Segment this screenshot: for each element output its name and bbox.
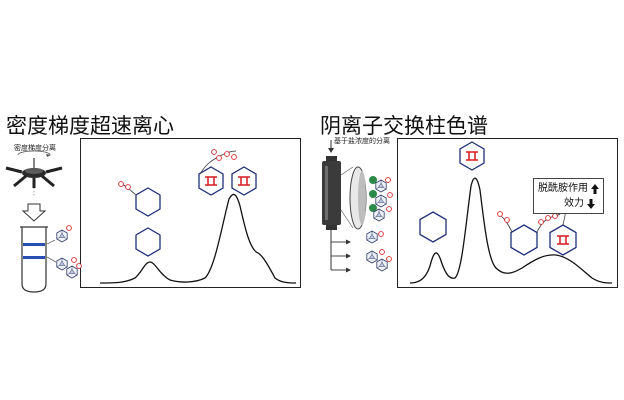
hexagon-icon bbox=[135, 227, 161, 257]
hexagon-with-marker-icon bbox=[549, 224, 577, 256]
hexagon-icon bbox=[135, 187, 161, 217]
deamidation-potency-callout: 脱酰胺作用 效力 bbox=[533, 178, 604, 214]
hexagon-with-marker-icon bbox=[231, 166, 257, 196]
fraction-outlets-icon bbox=[331, 230, 392, 273]
particle-group-left bbox=[46, 225, 82, 279]
column-label: 基于盐浓度的分离 bbox=[334, 137, 390, 145]
hexagon-with-marker-icon bbox=[459, 141, 485, 171]
deamidation-marker-icon bbox=[497, 211, 561, 233]
left-section-title: 密度梯度超速离心 bbox=[6, 114, 174, 138]
callout-potency-text: 效力 bbox=[564, 198, 584, 209]
callout-deamidation-text: 脱酰胺作用 bbox=[538, 183, 588, 194]
arrow-up-icon bbox=[591, 183, 599, 194]
right-section-title: 阴离子交换柱色谱 bbox=[320, 114, 488, 138]
column-zoom-lens-icon bbox=[340, 166, 393, 230]
chromatography-profile-curve bbox=[409, 177, 613, 284]
centrifuge-tube-icon bbox=[20, 226, 48, 293]
arrow-down-icon bbox=[587, 198, 595, 209]
rotor-label: 密度梯度分离 bbox=[14, 144, 56, 152]
deamidation-marker-icon bbox=[199, 149, 237, 175]
hexagon-icon bbox=[510, 224, 538, 256]
process-down-arrow-icon bbox=[21, 203, 47, 222]
ultracentrifuge-profile-panel bbox=[80, 138, 301, 288]
hexagon-with-marker-icon bbox=[198, 166, 224, 196]
rotor-icon bbox=[5, 150, 63, 196]
chromatography-column-icon bbox=[322, 156, 341, 270]
hexagon-icon bbox=[419, 211, 447, 243]
ultracentrifuge-profile-curve bbox=[99, 193, 297, 284]
deamidation-marker-icon bbox=[118, 181, 137, 196]
